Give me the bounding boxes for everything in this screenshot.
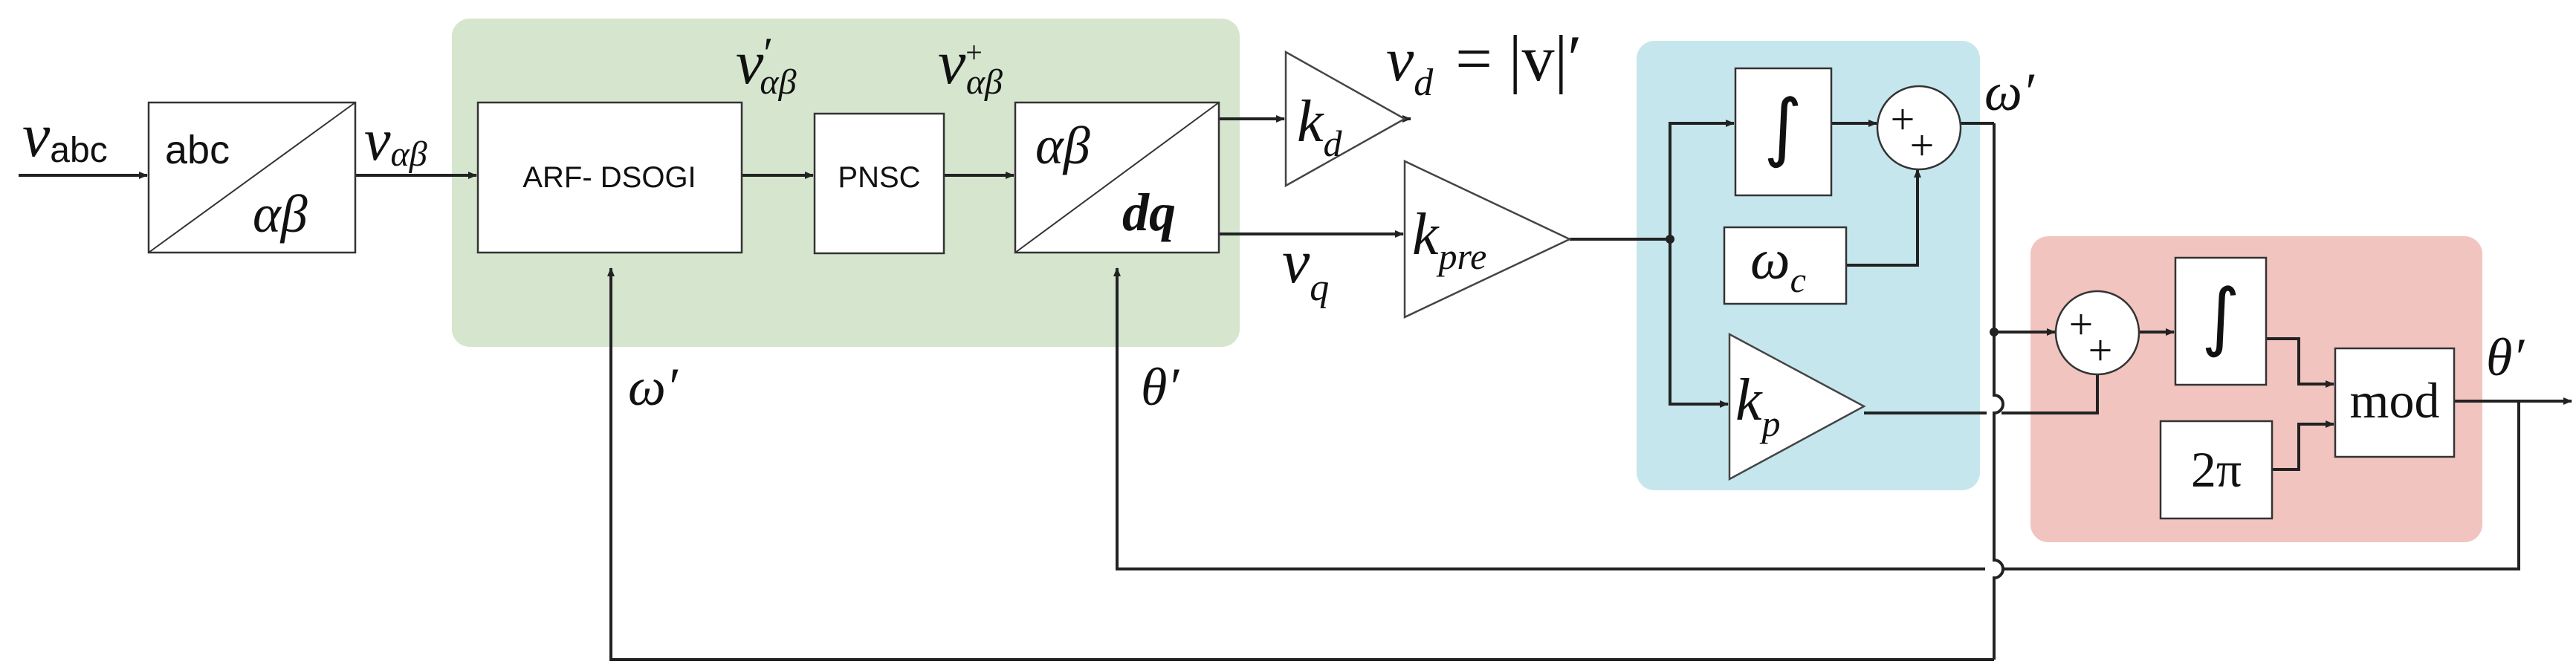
valphabeta-v: v [364, 108, 391, 173]
sum-plus-2: + [1910, 121, 1935, 169]
abc-to-alphabeta-block: abc αβ [147, 101, 357, 254]
wire-theta-feedback [2003, 401, 2520, 570]
kp-gain: kp [1728, 332, 1866, 481]
pnsc-block: PNSC [813, 112, 945, 255]
wire-to-freq-integrator [1669, 120, 1735, 239]
svg-text:kpre: kpre [1412, 202, 1486, 277]
pnsc-label: PNSC [838, 161, 920, 194]
integral-icon: ∫ [1764, 83, 1802, 170]
alphabeta-label: αβ [253, 184, 308, 244]
vd-rhs: = |v|′ [1455, 23, 1582, 95]
wire-int-to-mod [2266, 337, 2334, 388]
vd-v: v [1386, 25, 1414, 94]
svg-text:v′αβ: v′αβ [736, 28, 797, 102]
ab-label: αβ [1035, 116, 1090, 175]
kd-gain: kd [1284, 50, 1407, 188]
vq-sub: q [1310, 267, 1329, 309]
kd-sub: d [1324, 123, 1343, 164]
vq-v: v [1282, 227, 1310, 296]
wire-2pi-to-mod [2272, 420, 2334, 471]
kpre-k: k [1412, 202, 1440, 267]
svg-text:ωc: ωc [1750, 229, 1806, 300]
phase-loop-region [2030, 236, 2482, 542]
dq-label: dq [1122, 183, 1176, 242]
vabc-v: v [22, 101, 51, 170]
svg-text:kd: kd [1297, 89, 1343, 164]
phase-integrator-block: ∫ [2174, 256, 2268, 386]
mod-label: mod [2350, 372, 2440, 429]
wire-to-kp [1669, 239, 1729, 408]
theta-prime-output-label: θ′ [2486, 328, 2525, 387]
omega-prime-feedback-label: ω′ [628, 357, 679, 417]
svg-text:vαβ: vαβ [364, 108, 427, 174]
theta-prime-feedback-label: θ′ [1141, 357, 1179, 417]
vabc-sub: abc [50, 131, 107, 170]
vab-plus-sup: + [965, 36, 983, 69]
two-pi-label: 2π [2191, 441, 2242, 498]
freq-integrator-block: ∫ [1734, 67, 1833, 197]
phase-sum-plus-1: + [2069, 300, 2094, 348]
omega-c-sub: c [1790, 261, 1806, 300]
kpre-sub: pre [1437, 235, 1487, 277]
wire-theta-feedback-2 [1113, 267, 1985, 570]
svg-text:vq: vq [1282, 227, 1329, 309]
vab-prime-v: v [736, 28, 764, 97]
abc-label: abc [165, 128, 230, 172]
kp-k: k [1735, 368, 1763, 433]
omega-prime-output-label: ω′ [1984, 62, 2035, 122]
omega-c-block: ωc [1723, 226, 1848, 305]
svg-text:v+αβ: v+αβ [938, 28, 1003, 102]
vab-prime-sub: αβ [760, 62, 796, 102]
vab-prime-mark: ′ [763, 29, 773, 78]
svg-text:vd= |v|′: vd = |v|′ [1386, 23, 1582, 104]
kd-k: k [1297, 89, 1324, 155]
arf-dsogi-label: ARF- DSOGI [522, 161, 696, 194]
alphabeta-to-dq-block: αβ dq [1014, 101, 1220, 254]
kp-sub: p [1760, 403, 1781, 444]
two-pi-block: 2π [2159, 420, 2274, 520]
svg-text:kp: kp [1735, 368, 1781, 444]
wire-omega-feedback [607, 267, 1994, 661]
arf-dsogi-block: ARF- DSOGI [476, 101, 743, 254]
valphabeta-sub: αβ [391, 134, 427, 174]
vab-plus-sub: αβ [966, 62, 1003, 102]
phase-sum-plus-2: + [2088, 326, 2113, 374]
wire-omega-c-to-sum [1846, 169, 1921, 267]
svg-text:vabc: vabc [22, 101, 108, 170]
vab-plus-v: v [938, 28, 966, 97]
sum-plus-1: + [1891, 95, 1915, 143]
signal-wires [19, 115, 2572, 661]
phase-sum-junction: + + [2054, 290, 2140, 376]
freq-sum-junction: + + [1876, 85, 1962, 171]
omega-c-main: ω [1750, 229, 1790, 291]
branch-node [1666, 235, 1674, 244]
wire-omega-vertical [1993, 123, 2004, 660]
vd-sub: d [1414, 62, 1434, 104]
mod-block: mod [2334, 347, 2456, 458]
integral-icon: ∫ [2201, 273, 2240, 360]
kpre-gain: kpre [1403, 160, 1572, 319]
